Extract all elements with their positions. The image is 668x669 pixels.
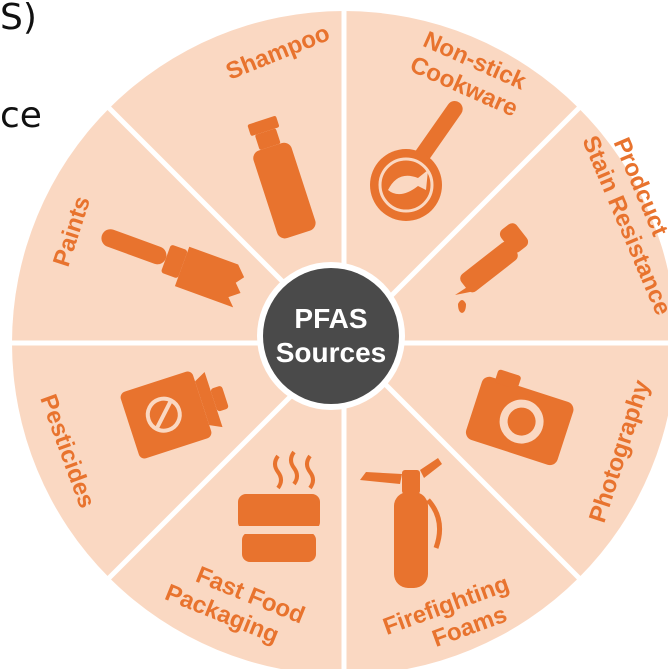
hub-circle <box>263 268 399 404</box>
dropper-icon <box>455 223 529 313</box>
camera-icon <box>465 369 574 466</box>
page-text-fragment-top: S) <box>0 0 37 38</box>
fire-extinguisher-icon <box>360 458 443 588</box>
food-container-icon <box>232 450 326 562</box>
paint-brush-icon <box>101 229 245 308</box>
hub-title-line-1: PFAS <box>294 303 367 334</box>
hub-title-line-2: Sources <box>276 337 387 368</box>
page-text-fragment-middle: ce <box>0 95 42 136</box>
frying-pan-icon <box>370 101 463 221</box>
spray-can-icon <box>120 371 229 459</box>
shampoo-bottle-icon <box>247 116 316 239</box>
